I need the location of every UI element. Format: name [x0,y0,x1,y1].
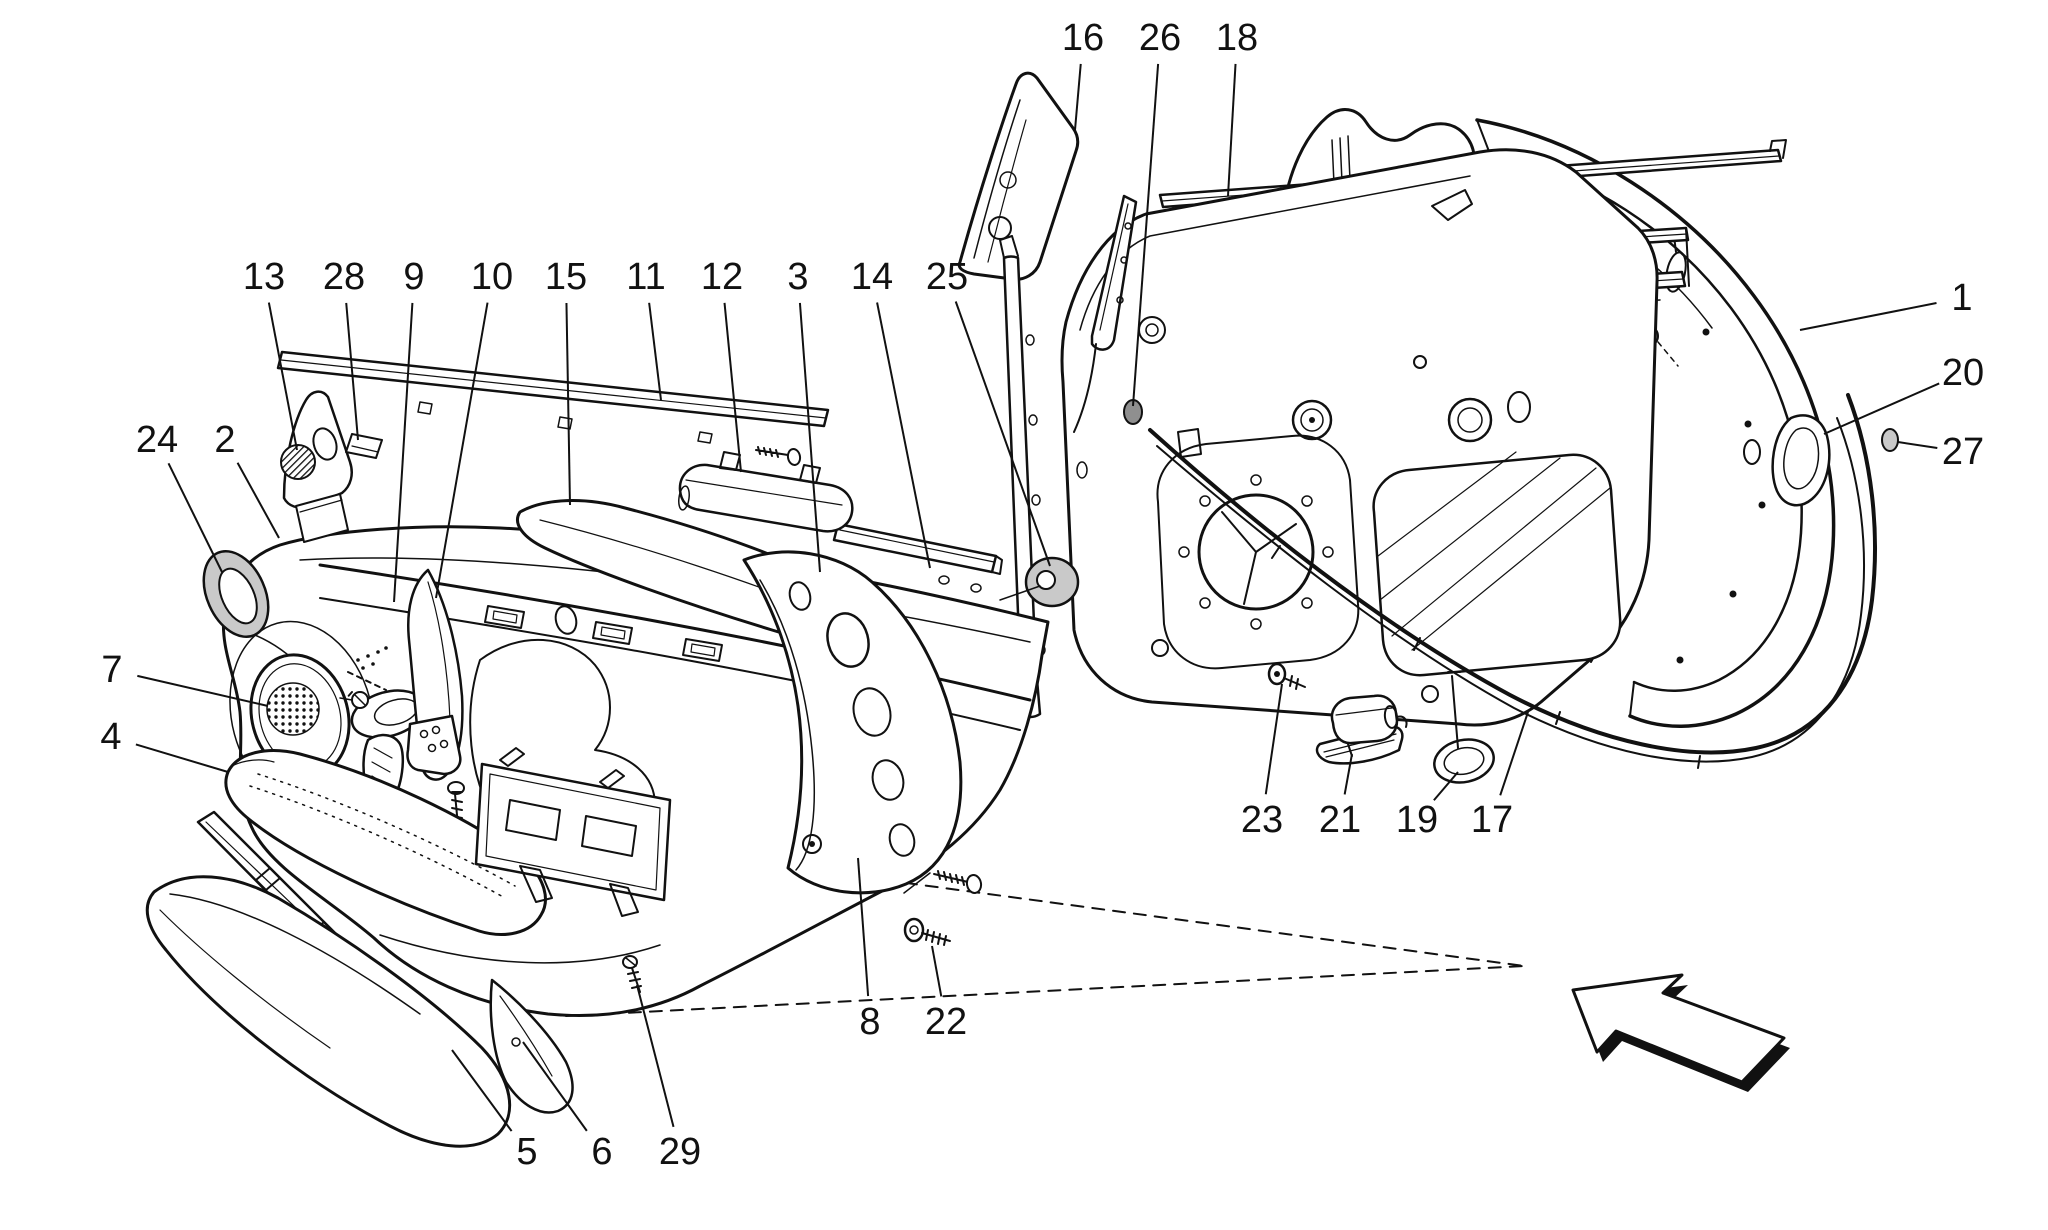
callout-label-28: 28 [323,256,365,298]
callout-label-23: 23 [1241,799,1283,841]
mount-bushing [999,556,1080,608]
callout-leader-28 [345,302,359,441]
callout-leader-3 [798,302,821,573]
callout-label-13: 13 [243,256,285,298]
tweeter-speaker-icon [280,444,316,480]
callout-label-2: 2 [214,419,235,461]
callout-leader-5 [451,1049,513,1132]
end-cover [489,978,574,1114]
pocket-bracket [474,747,672,917]
retaining-clip [345,433,383,459]
callout-leader-22 [931,945,943,997]
screw-29-icon [622,955,642,993]
door-structure-assembly [957,71,1899,784]
callout-label-15: 15 [545,256,587,298]
callout-label-9: 9 [403,256,424,298]
armrest-pad [224,749,547,936]
upper-trim-strip [276,350,830,444]
callout-leader-23 [1264,683,1283,795]
door-plug [1881,428,1899,452]
callout-leader-26 [1132,63,1160,407]
callout-leader-15 [565,302,571,506]
tweeter-pod [280,390,353,543]
mirror-triangle-trim [957,71,1080,281]
window-channel-triangle [1073,194,1138,433]
tube-screw-icon [786,448,802,466]
callout-label-16: 16 [1062,17,1104,59]
callout-leader-16 [1074,63,1082,131]
callout-label-29: 29 [659,1131,701,1173]
callout-label-22: 22 [925,1001,967,1043]
callout-label-26: 26 [1139,17,1181,59]
callout-label-6: 6 [591,1131,612,1173]
callout-leader-8 [857,857,870,997]
grommet [1433,671,1495,784]
callout-leader-9 [393,302,414,603]
callout-leader-20 [1823,382,1940,435]
callout-leader-27 [1897,441,1938,450]
speaker-grille-icon [266,682,320,736]
rear-bracket [742,550,963,895]
puddle-lamp [1315,694,1408,765]
stud-pin [1267,662,1306,690]
handle-cup [1743,414,1831,507]
sill-strip [832,522,1003,593]
callout-leader-18 [1227,63,1237,197]
callout-label-20: 20 [1942,352,1984,394]
callout-leader-6 [522,1041,588,1132]
door-trim-assembly [145,350,1525,1148]
callout-leader-25 [954,301,1051,567]
callout-leader-21 [1343,753,1353,795]
long-screw-icon [903,870,983,894]
callout-label-12: 12 [701,256,743,298]
callout-leader-19 [1433,771,1459,801]
airbag-tube [678,446,854,533]
speaker-bolt-holes [1178,474,1334,630]
callout-leader-12 [723,302,742,473]
callout-label-17: 17 [1471,799,1513,841]
callout-label-24: 24 [136,419,178,461]
callout-label-1: 1 [1951,277,1972,319]
callout-label-27: 27 [1942,431,1984,473]
callout-label-25: 25 [926,256,968,298]
callout-leader-29 [636,984,675,1128]
door-inner-panel [1060,148,1659,727]
access-opening [1372,453,1622,677]
lower-trim [145,875,512,1148]
callout-label-19: 19 [1396,799,1438,841]
callout-leader-2 [236,462,280,539]
callout-leader-14 [876,302,931,569]
callout-leader-1 [1799,302,1937,331]
callout-leader-7 [137,674,269,707]
screw-22-icon [903,917,951,946]
callout-label-11: 11 [626,256,665,298]
speaker-opening [1197,493,1315,611]
callout-label-8: 8 [859,1001,880,1043]
callout-label-4: 4 [100,716,121,758]
callout-label-14: 14 [851,256,893,298]
callout-label-3: 3 [787,256,808,298]
callout-label-5: 5 [516,1131,537,1173]
callout-leader-10 [435,302,489,599]
speaker-gasket-ring [202,549,270,639]
callout-label-21: 21 [1319,799,1361,841]
callout-label-18: 18 [1216,17,1258,59]
callout-label-7: 7 [101,649,122,691]
direction-arrow [1571,973,1790,1092]
callout-leader-13 [267,302,298,451]
alignment-dashed-line [565,965,1525,1017]
callout-leader-24 [167,462,223,573]
callout-label-10: 10 [471,256,513,298]
alignment-dashed-line [675,851,1525,967]
callout-leader-17 [1499,711,1529,796]
weatherstrip [1148,393,1877,769]
callout-leader-4 [135,743,229,773]
callout-leader-11 [648,302,662,401]
handle-escutcheon [339,689,426,739]
